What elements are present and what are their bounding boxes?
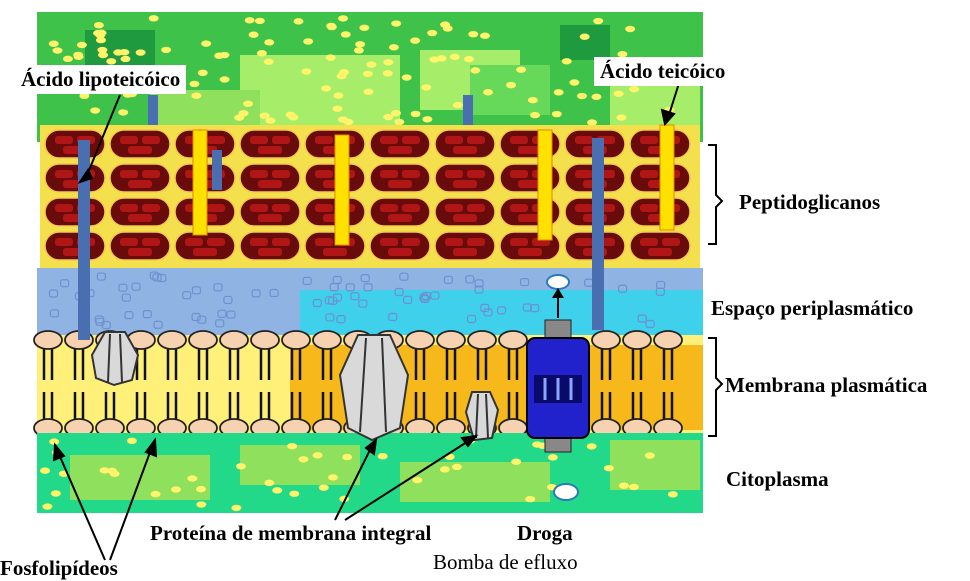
lipoteichoic-acid-label: Ácido lipoteicóico xyxy=(15,65,186,94)
periplasmic-space-label: Espaço periplasmático xyxy=(711,296,913,321)
phospholipids-label: Fosfolipídeos xyxy=(0,556,118,581)
efflux-pump-label: Bomba de efluxo xyxy=(433,550,578,575)
teichoic-acid-label: Ácido teicóico xyxy=(594,57,731,86)
drug-label: Droga xyxy=(517,521,573,546)
plasma-membrane-label: Membrana plasmática xyxy=(725,373,927,398)
label-brackets xyxy=(708,145,722,436)
peptidoglycans-label: Peptidoglicanos xyxy=(739,190,880,215)
integral-protein-label: Proteína de membrana integral xyxy=(150,521,431,546)
cytoplasm-label: Citoplasma xyxy=(726,467,829,492)
